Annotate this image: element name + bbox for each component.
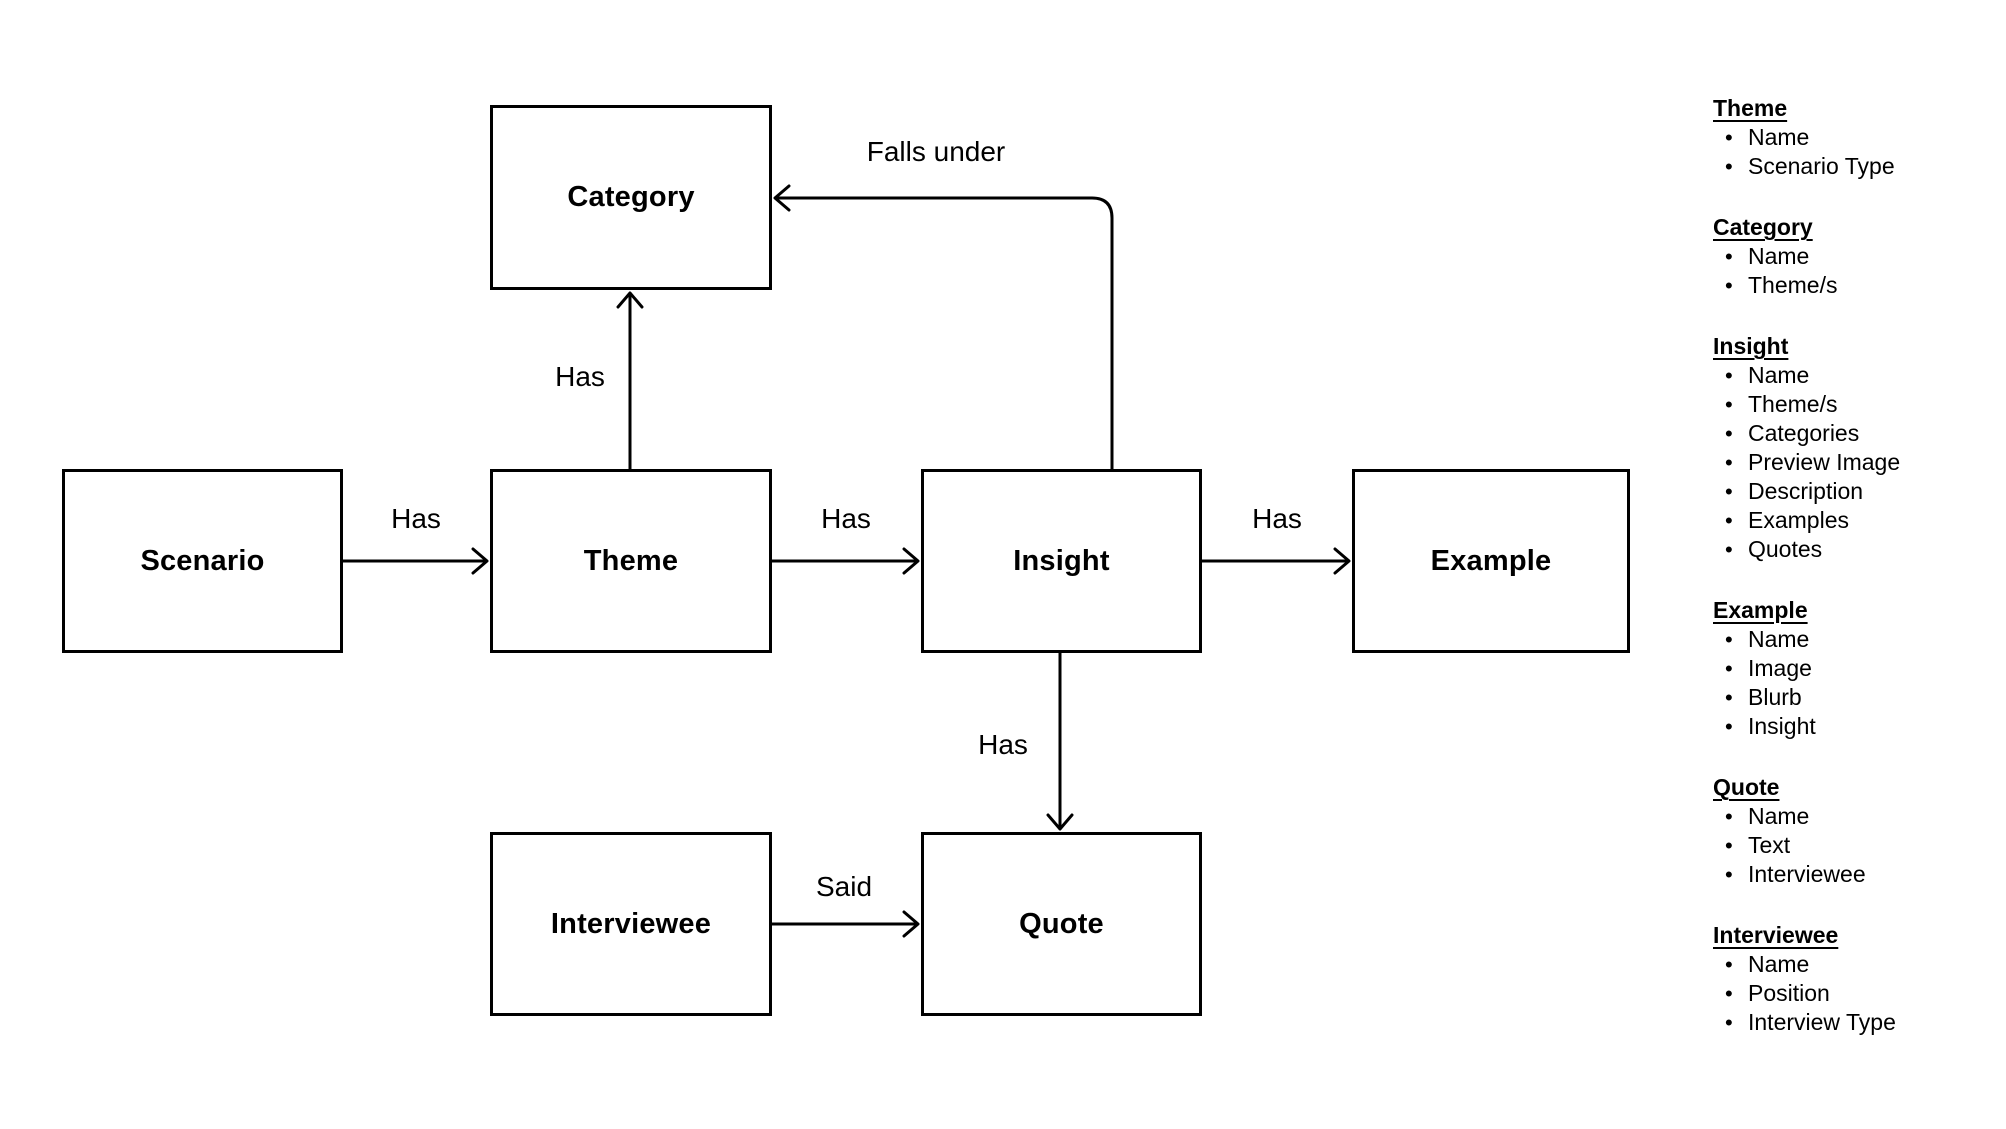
node-scenario: Scenario	[62, 469, 343, 653]
legend-heading-example: Example	[1713, 597, 1808, 623]
legend-list-interviewee: Name Position Interview Type	[1713, 950, 2003, 1037]
node-interviewee: Interviewee	[490, 832, 772, 1016]
node-insight-label: Insight	[1013, 544, 1110, 577]
legend-list-example: Name Image Blurb Insight	[1713, 625, 2003, 741]
legend-heading-insight: Insight	[1713, 333, 1789, 359]
legend-item: Description	[1713, 477, 2003, 506]
legend-heading-interviewee: Interviewee	[1713, 922, 1839, 948]
node-theme-label: Theme	[583, 544, 679, 577]
legend-item: Theme/s	[1713, 390, 2003, 419]
edge-label-insight-quote: Has	[976, 729, 1030, 761]
legend-item: Interviewee	[1713, 860, 2003, 889]
legend-item: Name	[1713, 123, 2003, 152]
legend-section-theme: Theme Name Scenario Type	[1713, 94, 2003, 181]
edge-label-interviewee-quote: Said	[813, 871, 875, 903]
legend-item: Position	[1713, 979, 2003, 1008]
legend-section-category: Category Name Theme/s	[1713, 213, 2003, 300]
legend-item: Name	[1713, 802, 2003, 831]
node-interviewee-label: Interviewee	[550, 907, 712, 940]
legend-item: Name	[1713, 242, 2003, 271]
edge-label-scenario-theme: Has	[389, 503, 443, 535]
legend-item: Preview Image	[1713, 448, 2003, 477]
node-insight: Insight	[921, 469, 1202, 653]
legend-item: Name	[1713, 361, 2003, 390]
legend-heading-category: Category	[1713, 214, 1813, 240]
legend-item: Blurb	[1713, 683, 2003, 712]
node-quote-label: Quote	[1019, 907, 1104, 940]
edge-label-theme-insight: Has	[819, 503, 873, 535]
edge-label-insight-example: Has	[1250, 503, 1304, 535]
legend-item: Theme/s	[1713, 271, 2003, 300]
node-category: Category	[490, 105, 772, 290]
legend-list-insight: Name Theme/s Categories Preview Image De…	[1713, 361, 2003, 564]
legend-item: Text	[1713, 831, 2003, 860]
edge-label-theme-category: Has	[553, 361, 607, 393]
attribute-legend: Theme Name Scenario Type Category Name T…	[1713, 94, 2003, 1069]
legend-section-insight: Insight Name Theme/s Categories Preview …	[1713, 332, 2003, 564]
node-example: Example	[1352, 469, 1630, 653]
legend-list-quote: Name Text Interviewee	[1713, 802, 2003, 889]
legend-item: Quotes	[1713, 535, 2003, 564]
legend-item: Examples	[1713, 506, 2003, 535]
legend-section-example: Example Name Image Blurb Insight	[1713, 596, 2003, 741]
legend-item: Image	[1713, 654, 2003, 683]
node-theme: Theme	[490, 469, 772, 653]
node-scenario-label: Scenario	[140, 544, 265, 577]
legend-item: Interview Type	[1713, 1008, 2003, 1037]
legend-item: Name	[1713, 950, 2003, 979]
node-quote: Quote	[921, 832, 1202, 1016]
legend-list-theme: Name Scenario Type	[1713, 123, 2003, 181]
edge-insight-category	[773, 184, 1114, 469]
legend-item: Categories	[1713, 419, 2003, 448]
legend-item: Scenario Type	[1713, 152, 2003, 181]
legend-item: Name	[1713, 625, 2003, 654]
legend-heading-theme: Theme	[1713, 95, 1788, 121]
legend-heading-quote: Quote	[1713, 774, 1780, 800]
node-example-label: Example	[1430, 544, 1552, 577]
edge-label-insight-category: Falls under	[864, 136, 1008, 168]
legend-section-quote: Quote Name Text Interviewee	[1713, 773, 2003, 889]
legend-list-category: Name Theme/s	[1713, 242, 2003, 300]
node-category-label: Category	[567, 181, 695, 213]
legend-section-interviewee: Interviewee Name Position Interview Type	[1713, 921, 2003, 1037]
legend-item: Insight	[1713, 712, 2003, 741]
